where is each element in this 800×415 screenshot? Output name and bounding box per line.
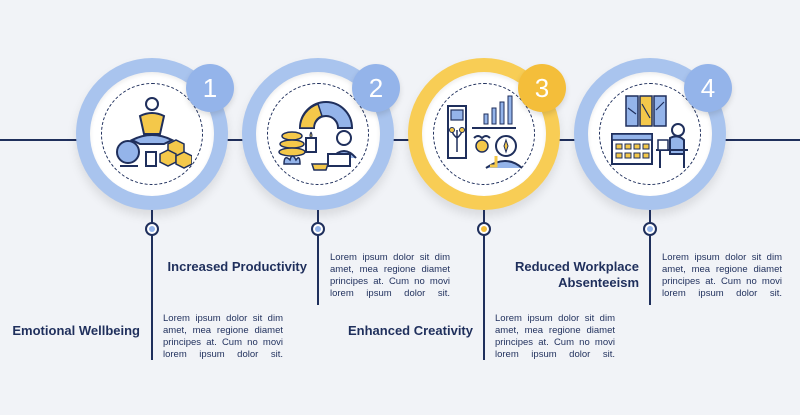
dashed-ring bbox=[599, 83, 701, 185]
connector-line bbox=[317, 210, 319, 305]
step-1-description: Lorem ipsum dolor sit dim amet, mea regi… bbox=[163, 313, 283, 360]
timeline-line bbox=[0, 139, 800, 141]
step-2-title: Increased Productivity bbox=[167, 259, 307, 274]
connector-dot bbox=[477, 222, 491, 236]
dashed-ring bbox=[101, 83, 203, 185]
productivity-icon bbox=[278, 101, 357, 171]
step-number-badge: 2 bbox=[352, 64, 400, 112]
step-number-badge: 1 bbox=[186, 64, 234, 112]
step-3-circle: 3 bbox=[408, 58, 566, 210]
step-2-description: Lorem ipsum dolor sit dim amet, mea regi… bbox=[330, 252, 450, 299]
connector-dot bbox=[643, 222, 657, 236]
connector-line bbox=[483, 210, 485, 360]
workplace-icon bbox=[611, 95, 688, 168]
step-3-description: Lorem ipsum dolor sit dim amet, mea regi… bbox=[495, 313, 615, 360]
dashed-ring bbox=[433, 83, 535, 185]
step-number-badge: 3 bbox=[518, 64, 566, 112]
connector-dot bbox=[311, 222, 325, 236]
step-number-badge: 4 bbox=[684, 64, 732, 112]
step-4-description: Lorem ipsum dolor sit dim amet, mea regi… bbox=[662, 252, 782, 299]
step-4-circle: 4 bbox=[574, 58, 732, 210]
connector-dot bbox=[145, 222, 159, 236]
connector-line bbox=[151, 210, 153, 360]
step-3-title: Enhanced Creativity bbox=[348, 323, 473, 338]
step-1-title: Emotional Wellbeing bbox=[12, 323, 140, 338]
step-4-title: Reduced Workplace Absenteeism bbox=[514, 259, 639, 290]
dashed-ring bbox=[267, 83, 369, 185]
creativity-icon bbox=[447, 95, 523, 169]
meditation-icon bbox=[116, 97, 192, 169]
connector-line bbox=[649, 210, 651, 305]
step-2-circle: 2 bbox=[242, 58, 400, 210]
step-1-circle: 1 bbox=[76, 58, 234, 210]
